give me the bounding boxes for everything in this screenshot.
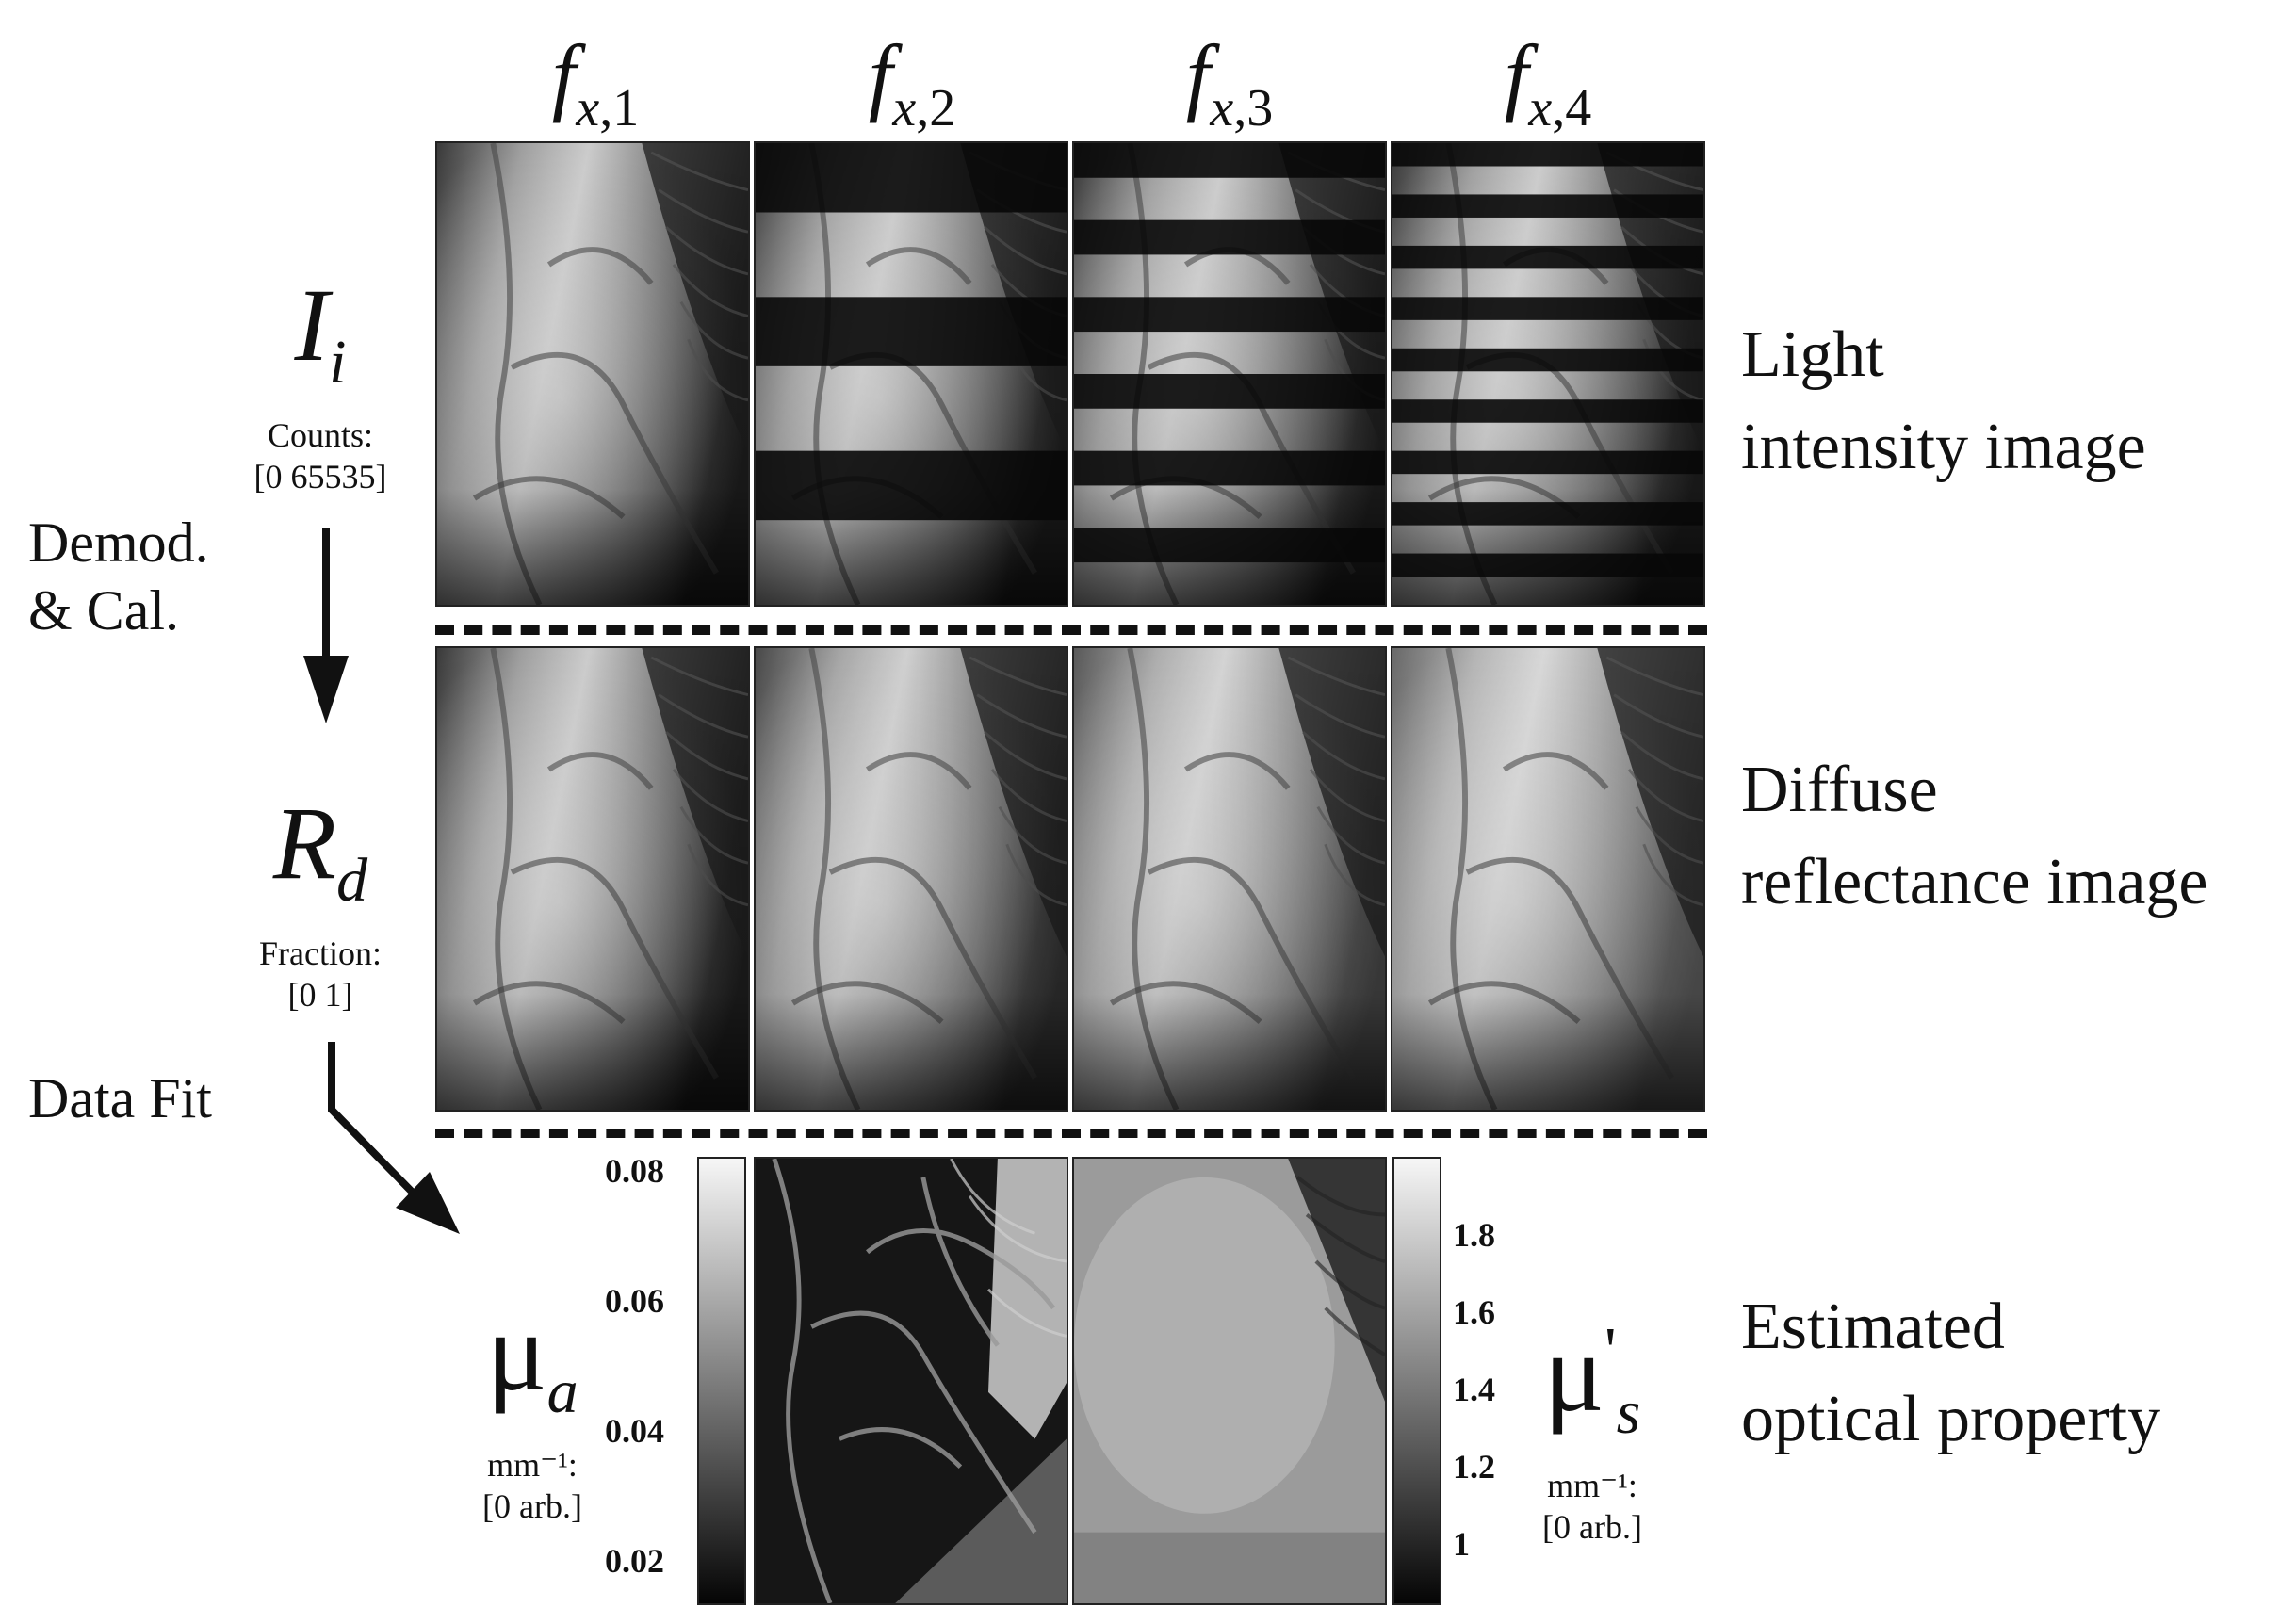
optical-description: Estimated optical property — [1741, 1281, 2160, 1466]
symbol-subscript: a — [546, 1357, 578, 1426]
mus-units-label: mm⁻¹: — [1547, 1467, 1637, 1504]
mua-quantity: μa mm⁻¹: [0 arb.] — [462, 1295, 603, 1527]
mus-tick-label: 1 — [1453, 1525, 1470, 1563]
mus-tick-label: 1.2 — [1453, 1448, 1495, 1486]
intensity-image-fx1 — [435, 141, 750, 607]
reflectance-image-fx2-graphic — [756, 648, 1067, 1110]
reflectance-image-fx1 — [435, 646, 750, 1112]
column-var: f — [551, 27, 577, 123]
column-sub-var: x — [1528, 79, 1553, 138]
column-var: f — [1185, 27, 1211, 123]
mus-map-graphic — [1074, 1159, 1385, 1603]
symbol-main: I — [294, 268, 330, 382]
mua-map-graphic — [756, 1159, 1067, 1603]
column-sub-num: ,3 — [1233, 79, 1274, 138]
data-fit-text: Data Fit — [28, 1067, 212, 1129]
column-header-4: fx,4 — [1392, 28, 1703, 155]
intensity-description: Light intensity image — [1741, 309, 2146, 494]
mus-map — [1072, 1157, 1387, 1605]
mua-range: [0 arb.] — [482, 1487, 582, 1525]
mus-tick-label: 1.6 — [1453, 1293, 1495, 1331]
reflectance-symbol: Rd — [226, 791, 415, 933]
symbol-main: μ — [486, 1289, 547, 1414]
column-header-1: fx,1 — [440, 28, 751, 155]
reflectance-quantity: Rd Fraction: [0 1] — [226, 791, 415, 1015]
mus-tick-label: 1.4 — [1453, 1371, 1495, 1408]
symbol-main: R — [272, 786, 337, 901]
intensity-image-fx3-graphic — [1074, 143, 1385, 605]
column-sub-var: x — [892, 79, 917, 138]
column-sub-var: x — [576, 79, 600, 138]
column-var: f — [1504, 27, 1529, 123]
mus-tick-label: 1.8 — [1453, 1216, 1495, 1254]
demod-line1: Demod. — [28, 512, 209, 574]
intensity-range: [0 65535] — [253, 458, 387, 495]
column-sub-num: ,4 — [1552, 79, 1592, 138]
intensity-symbol: Ii — [226, 273, 415, 414]
reflectance-description: Diffuse reflectance image — [1741, 744, 2207, 929]
demod-line2: & Cal. — [28, 579, 179, 641]
reflectance-range: [0 1] — [287, 976, 353, 1014]
symbol-subscript: i — [329, 328, 347, 397]
mus-range: [0 arb.] — [1542, 1508, 1642, 1546]
mus-colorbar — [1392, 1157, 1441, 1605]
description-line1: Estimated — [1741, 1291, 2005, 1363]
reflectance-image-fx3-graphic — [1074, 648, 1385, 1110]
intensity-units-label: Counts: — [267, 416, 374, 454]
symbol-subscript: s — [1616, 1378, 1641, 1447]
intensity-image-fx4 — [1391, 141, 1705, 607]
column-header-3: fx,3 — [1074, 28, 1385, 155]
symbol-prime: ' — [1604, 1315, 1617, 1388]
mua-colorbar — [697, 1157, 746, 1605]
description-line1: Light — [1741, 318, 1884, 391]
intensity-image-fx2 — [754, 141, 1068, 607]
mus-quantity: μ's mm⁻¹: [0 arb.] — [1517, 1300, 1668, 1548]
intensity-image-fx2-graphic — [756, 143, 1067, 605]
demod-step-label: Demod. & Cal. — [28, 509, 209, 644]
symbol-main: μ — [1543, 1309, 1605, 1435]
column-sub-num: ,1 — [599, 79, 640, 138]
intensity-image-fx1-graphic — [437, 143, 748, 605]
reflectance-image-fx4-graphic — [1392, 648, 1703, 1110]
description-line2: optical property — [1741, 1383, 2161, 1455]
reflectance-image-fx3 — [1072, 646, 1387, 1112]
description-line1: Diffuse — [1741, 754, 1938, 826]
intensity-image-fx4-graphic — [1392, 143, 1703, 605]
mua-tick-label: 0.02 — [605, 1542, 664, 1580]
mua-map — [754, 1157, 1068, 1605]
reflectance-units-label: Fraction: — [259, 934, 382, 972]
mua-tick-label: 0.08 — [605, 1152, 664, 1190]
mus-symbol: μ's — [1517, 1300, 1668, 1465]
symbol-subscript: d — [336, 846, 368, 915]
intensity-quantity: Ii Counts: [0 65535] — [226, 273, 415, 497]
description-line2: intensity image — [1741, 411, 2146, 483]
column-header-2: fx,2 — [757, 28, 1067, 155]
reflectance-image-fx4 — [1391, 646, 1705, 1112]
description-line2: reflectance image — [1741, 846, 2208, 918]
reflectance-image-fx2 — [754, 646, 1068, 1112]
reflectance-image-fx1-graphic — [437, 648, 748, 1110]
intensity-image-fx3 — [1072, 141, 1387, 607]
separator-1 — [435, 625, 1707, 635]
column-sub-num: ,2 — [916, 79, 956, 138]
mua-symbol: μa — [462, 1295, 603, 1444]
demod-arrow — [303, 528, 349, 723]
column-var: f — [868, 27, 893, 123]
separator-2 — [435, 1129, 1707, 1138]
mua-tick-label: 0.06 — [605, 1282, 664, 1320]
mua-tick-label: 0.04 — [605, 1412, 664, 1450]
data-fit-step-label: Data Fit — [28, 1064, 212, 1132]
mua-units-label: mm⁻¹: — [487, 1446, 578, 1484]
column-sub-var: x — [1210, 79, 1234, 138]
